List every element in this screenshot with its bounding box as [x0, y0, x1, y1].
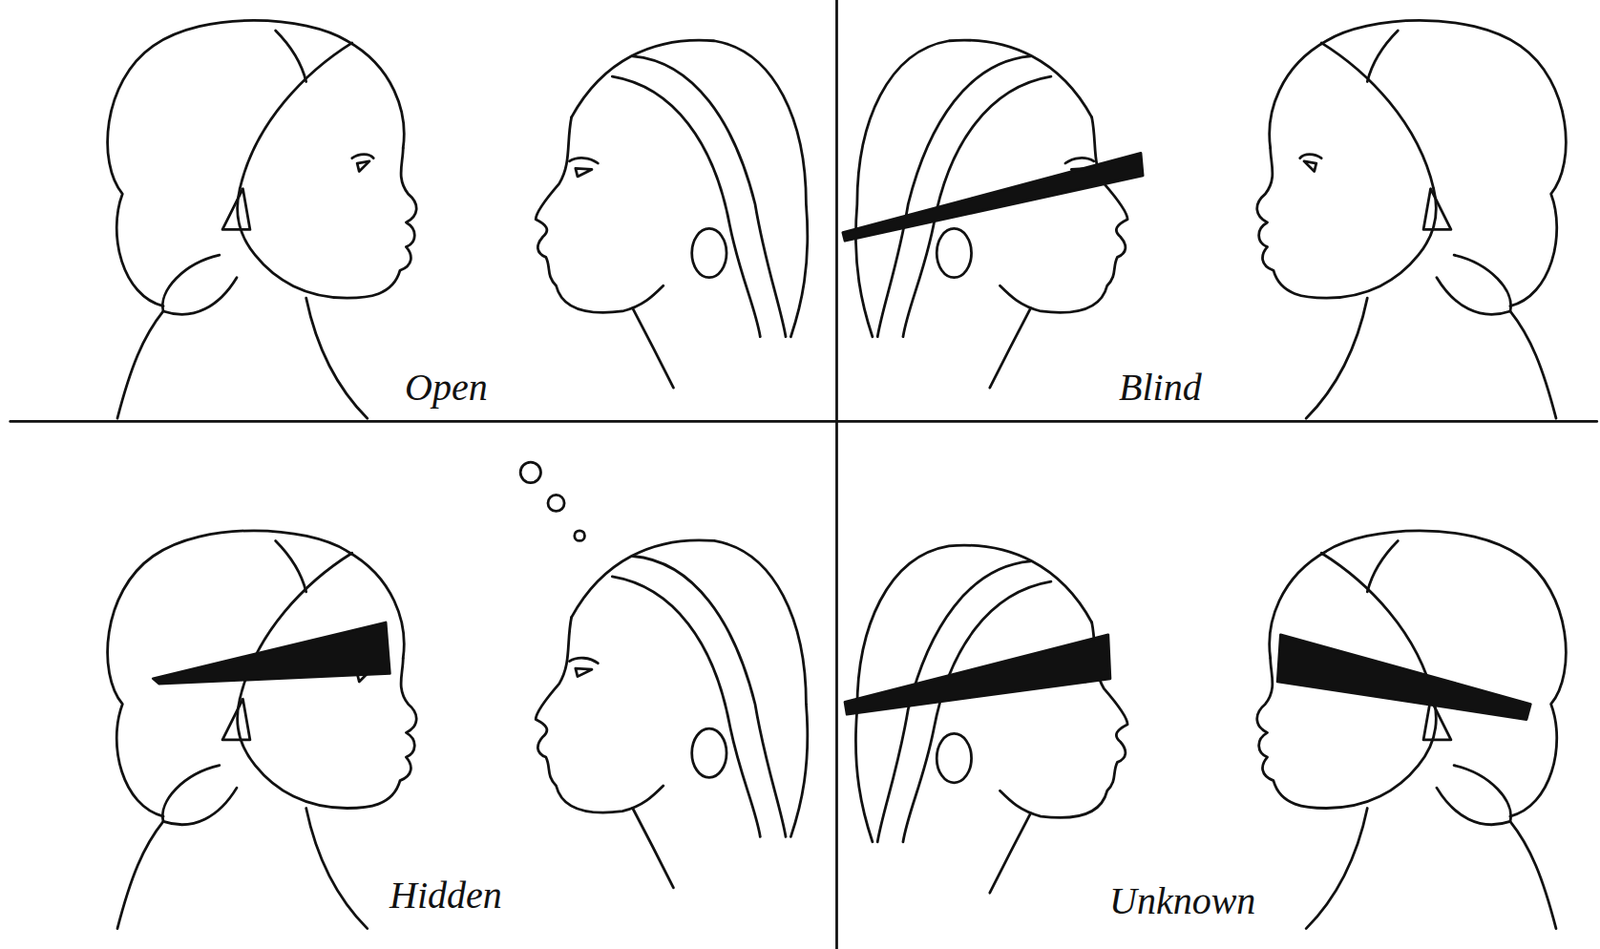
quadrant-label: Open [400, 366, 492, 409]
quadrant-label: Hidden [385, 874, 506, 917]
quadrant-label: Unknown [1105, 880, 1260, 923]
quadrant-label: Blind [1115, 366, 1206, 409]
